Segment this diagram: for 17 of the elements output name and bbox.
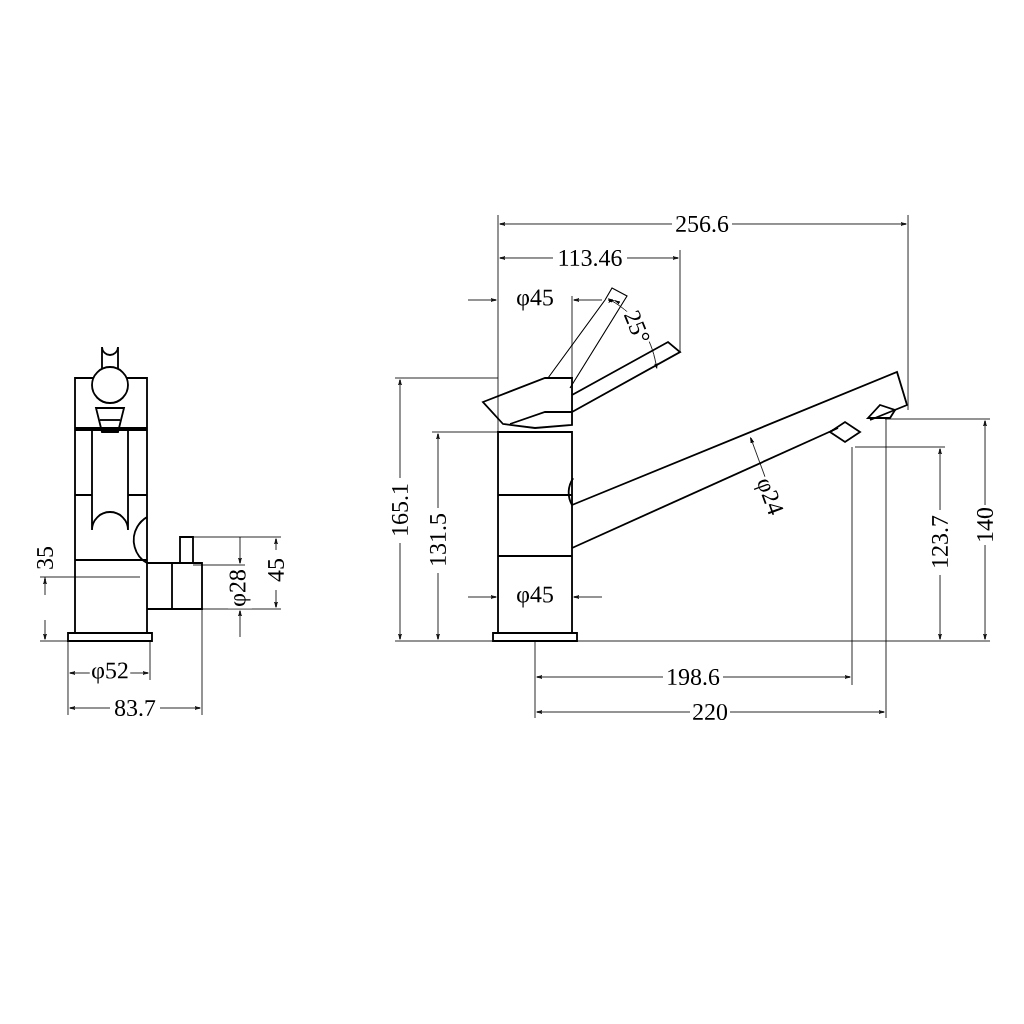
- dimension-label: 123.7: [930, 513, 950, 571]
- dimension-label: 35: [35, 544, 55, 572]
- dimension-label: 83.7: [112, 698, 158, 718]
- dimension-label: 220: [690, 702, 730, 722]
- dimension-label: 256.6: [673, 214, 731, 234]
- dimension-label: φ45: [514, 585, 556, 609]
- dimension-label: φ24: [749, 473, 787, 521]
- dimension-label: 198.6: [664, 667, 722, 687]
- dimension-label: φ52: [89, 661, 131, 685]
- dimension-label: 165.1: [390, 481, 410, 539]
- dimension-label: 131.5: [428, 511, 448, 569]
- dimension-label: 113.46: [556, 248, 624, 268]
- dimension-label: 140: [975, 505, 995, 545]
- dimension-label: φ28: [228, 567, 252, 609]
- dimension-label: 45: [266, 556, 286, 584]
- dimension-label: φ45: [514, 288, 556, 312]
- dimension-label: 25°: [621, 306, 653, 348]
